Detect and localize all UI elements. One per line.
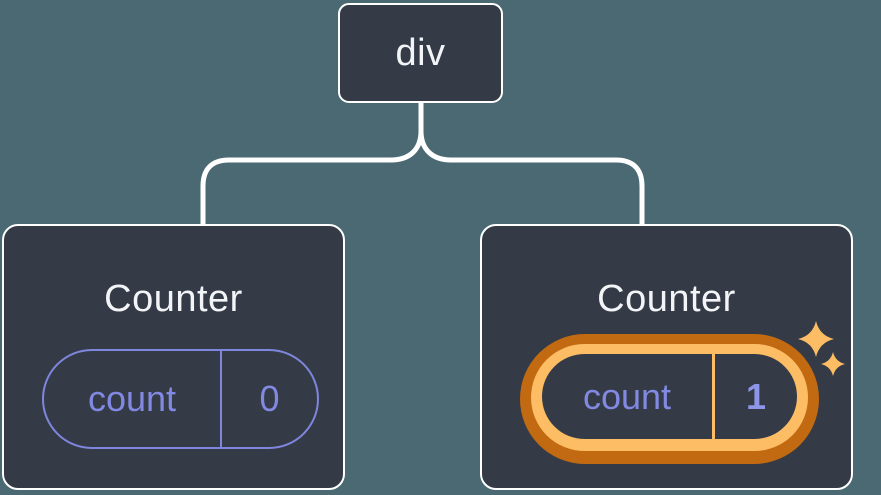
counter-title: Counter (104, 278, 243, 320)
counter-card-right: Counter count 1 (480, 224, 853, 490)
state-pill-inner: count 1 (542, 354, 797, 439)
state-pill-count-1-highlighted: count 1 (520, 334, 819, 464)
counter-title: Counter (597, 278, 736, 320)
state-value-label: 0 (259, 378, 280, 419)
state-pill-divider (220, 351, 222, 447)
root-node-div: div (338, 3, 503, 103)
state-pill-divider (712, 354, 715, 439)
sparkles-icon (798, 321, 845, 376)
connector-branch-right (418, 130, 645, 226)
state-key-label: count (87, 378, 177, 419)
state-pill-highlight-ring: count 1 (531, 344, 808, 451)
connector-branch-left (200, 130, 424, 226)
root-node-label: div (395, 31, 446, 74)
state-value-label: 1 (745, 375, 767, 417)
state-key-label: count (582, 375, 672, 417)
counter-card-left: Counter count 0 (2, 224, 345, 490)
state-pill-count-0: count 0 (42, 349, 319, 449)
